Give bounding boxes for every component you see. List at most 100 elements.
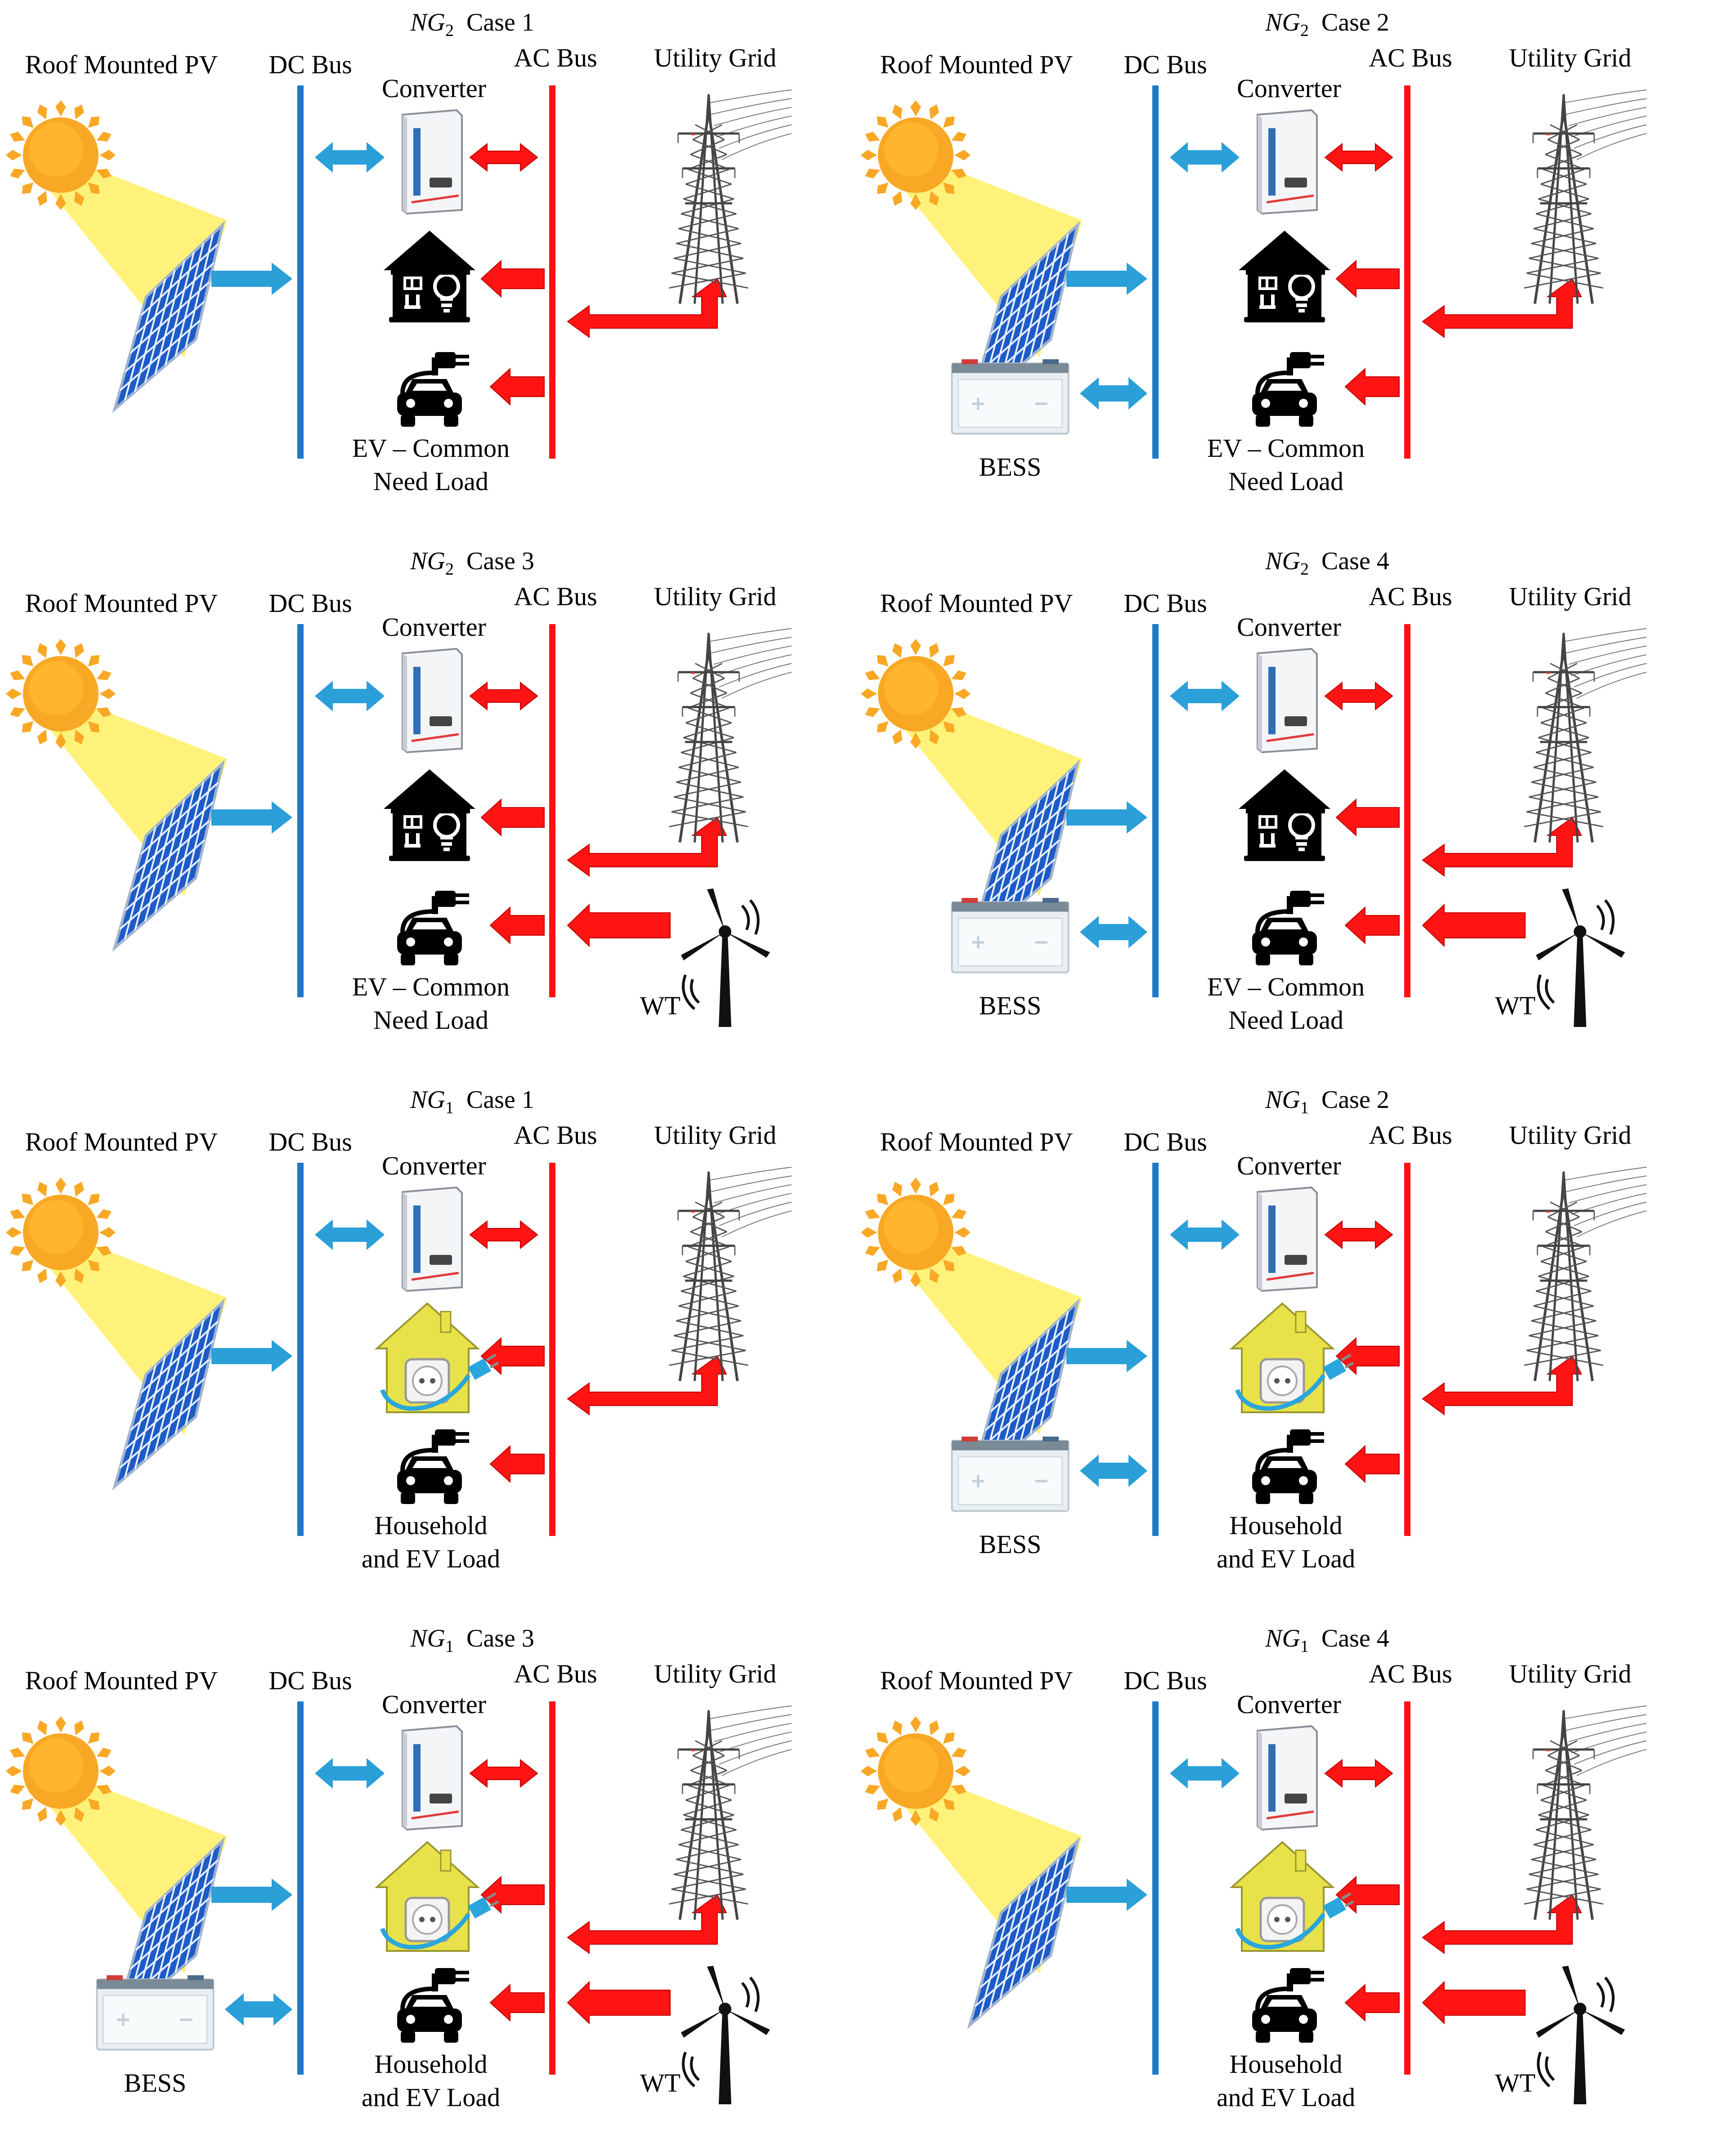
dc-bus-label: DC Bus [269, 589, 352, 618]
transmission-tower-icon [1498, 1701, 1647, 1928]
dc-bus-label: DC Bus [1124, 589, 1207, 618]
wt-label: WT [640, 2068, 681, 2098]
pv-label: Roof Mounted PV [880, 1127, 1073, 1156]
load-label: Household and EV Load [1216, 1511, 1356, 1574]
ac-bus [1404, 624, 1410, 997]
flow-arrow-2 [1170, 1758, 1240, 1789]
flow-arrow-1 [1066, 1340, 1147, 1372]
ac-bus-label: AC Bus [1369, 582, 1452, 611]
panel-2-2: NG2 Case 4 Roof Mounted PV DC Bus AC Bus Uti… [855, 539, 1710, 1077]
socket-house-icon [373, 1839, 499, 1960]
panel-title: NG1 Case 1 [410, 1087, 534, 1116]
dc-bus-label: DC Bus [269, 1127, 352, 1156]
pv-label: Roof Mounted PV [880, 50, 1073, 79]
converter-label: Converter [382, 1151, 486, 1180]
title-ng: NG1 [1265, 1625, 1309, 1656]
title-subscript: 2 [445, 21, 454, 40]
wt-label: WT [640, 991, 681, 1020]
panel-title: NG2 Case 4 [1265, 549, 1389, 578]
dc-bus-label: DC Bus [1124, 50, 1207, 79]
title-case: Case 3 [466, 1625, 534, 1652]
flow-arrow-8 [1080, 916, 1147, 948]
ac-bus [1404, 85, 1410, 459]
flow-arrow-2 [315, 142, 385, 173]
flow-arrow-6 [1422, 278, 1582, 338]
grid-label: Utility Grid [1509, 582, 1632, 611]
flow-arrow-7 [567, 903, 671, 947]
flow-arrow-2 [1170, 1219, 1240, 1250]
ac-bus [549, 1701, 555, 2075]
grid-label: Utility Grid [654, 43, 777, 72]
pv-label: Roof Mounted PV [25, 1127, 218, 1156]
title-ng: NG1 [410, 1086, 454, 1118]
flow-arrow-6 [567, 1894, 727, 1954]
bess-label: BESS [124, 2068, 187, 2098]
title-subscript: 1 [1300, 1637, 1309, 1656]
load-label: EV – Common Need Load [1207, 972, 1365, 1035]
flow-arrow-7 [1422, 1981, 1526, 2025]
converter-icon [394, 647, 466, 754]
flow-arrow-1 [211, 1879, 292, 1911]
flow-arrow-5 [489, 367, 545, 406]
panel-title: NG1 Case 3 [410, 1626, 534, 1655]
sun-pv-icon [861, 1716, 1091, 2036]
converter-label: Converter [382, 1690, 486, 1719]
flow-arrow-2 [315, 1758, 385, 1789]
bess-battery-icon [949, 894, 1071, 975]
title-ng: NG1 [1265, 1086, 1309, 1118]
flow-arrow-4 [480, 798, 545, 837]
pv-label: Roof Mounted PV [880, 589, 1073, 618]
transmission-tower-icon [643, 85, 792, 312]
flow-arrow-1 [211, 801, 292, 834]
title-case: Case 4 [1321, 547, 1389, 575]
house-appliances-icon [380, 227, 479, 326]
transmission-tower-icon [1498, 624, 1647, 851]
converter-icon [1249, 647, 1321, 754]
wind-turbine-icon [675, 885, 783, 1029]
transmission-tower-icon [643, 1163, 792, 1390]
ev-charging-icon [1240, 1960, 1330, 2050]
panel-title: NG2 Case 1 [410, 10, 534, 39]
dc-bus-label: DC Bus [1124, 1127, 1207, 1156]
title-subscript: 2 [1300, 21, 1309, 40]
panel-title: NG2 Case 3 [410, 549, 534, 578]
flow-arrow-6 [567, 817, 727, 877]
flow-arrow-3 [1324, 681, 1393, 711]
house-appliances-icon [380, 766, 479, 865]
flow-arrow-6 [1422, 1355, 1582, 1415]
socket-house-icon [1228, 1300, 1354, 1421]
flow-arrow-5 [1344, 906, 1400, 945]
bess-label: BESS [979, 991, 1042, 1020]
load-label: EV – Common Need Load [1207, 433, 1365, 496]
arrows-layer [855, 0, 1710, 539]
wind-turbine-icon [675, 1962, 783, 2106]
flow-arrow-5 [1344, 1983, 1400, 2022]
arrows-layer [855, 539, 1710, 1077]
title-subscript: 2 [1300, 560, 1309, 579]
grid-label: Utility Grid [1509, 43, 1632, 72]
flow-arrow-3 [469, 1759, 538, 1788]
flow-arrow-2 [1170, 681, 1240, 711]
grid-label: Utility Grid [654, 1659, 777, 1688]
ev-charging-icon [1240, 1421, 1330, 1511]
flow-arrow-6 [1422, 817, 1582, 877]
title-subscript: 2 [445, 560, 454, 579]
converter-icon [394, 1725, 466, 1831]
bess-battery-icon [949, 355, 1071, 436]
converter-label: Converter [1237, 612, 1341, 642]
transmission-tower-icon [1498, 85, 1647, 312]
flow-arrow-3 [469, 681, 538, 711]
flow-arrow-4 [1335, 798, 1400, 837]
ac-bus [549, 624, 555, 997]
ev-charging-icon [385, 1960, 475, 2050]
pv-label: Roof Mounted PV [25, 589, 218, 618]
title-ng: NG2 [410, 9, 454, 40]
ac-bus-label: AC Bus [1369, 1659, 1452, 1688]
arrows-layer [0, 539, 855, 1077]
panel-title: NG1 Case 4 [1265, 1626, 1389, 1655]
